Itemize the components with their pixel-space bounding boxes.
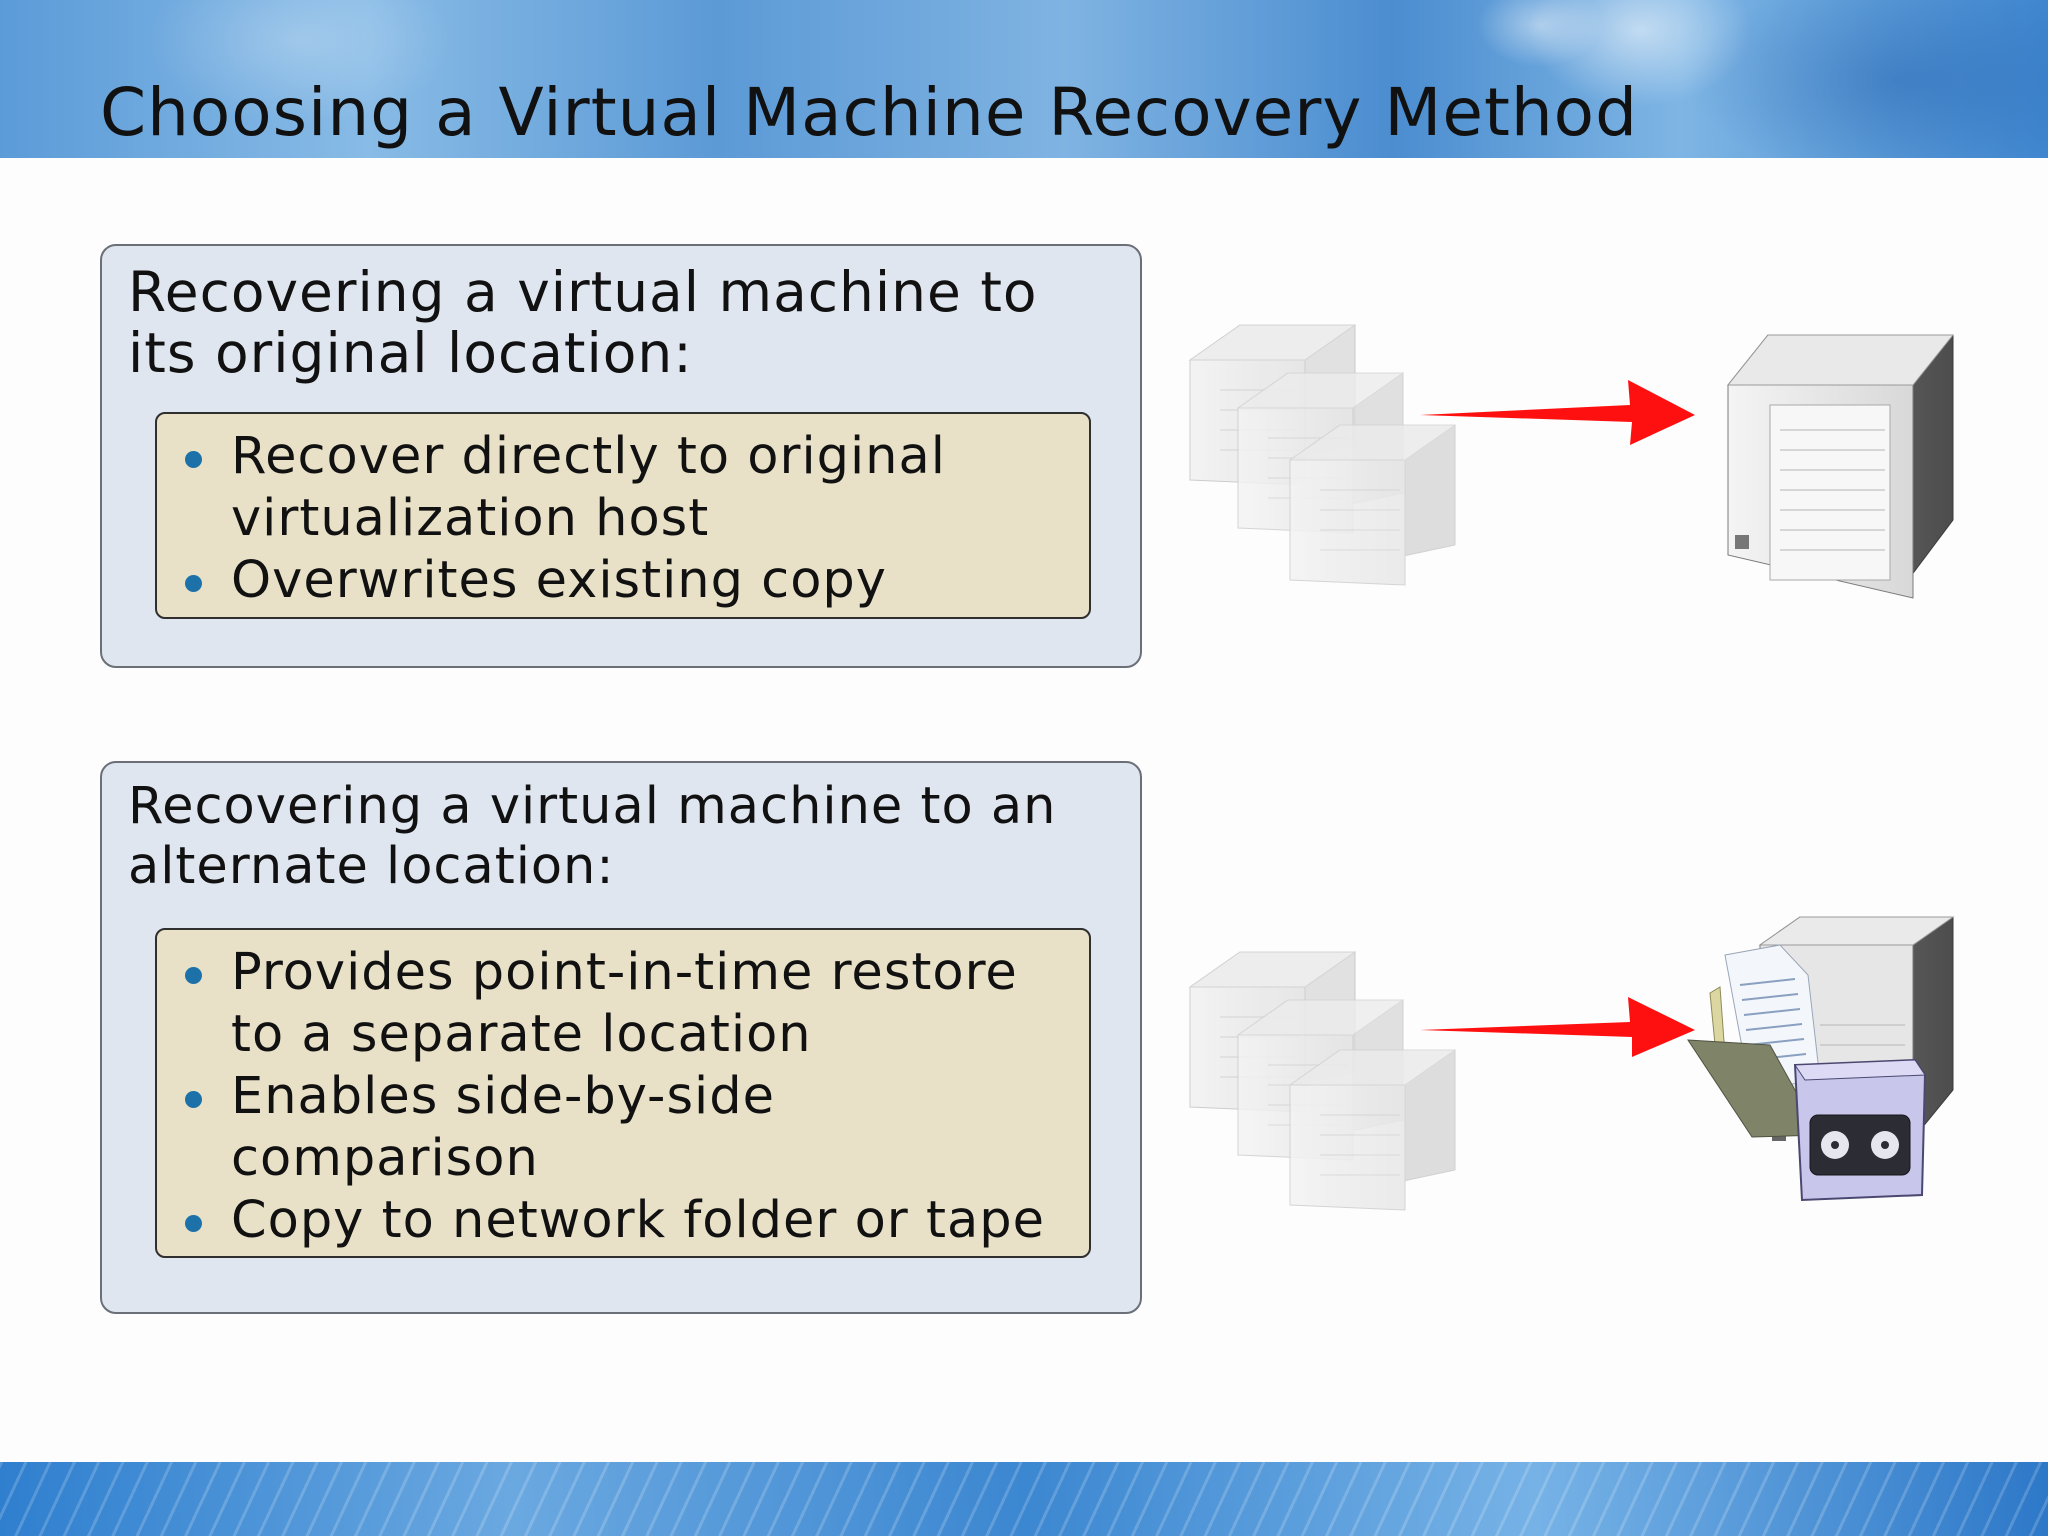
restore-to-original-illustration: [1188, 324, 1955, 599]
header-banner: [0, 0, 2048, 158]
bullet-item: Overwrites existing copy: [157, 550, 1071, 612]
heading-line: its original location:: [128, 321, 693, 385]
heading-line: Recovering a virtual machine to an: [128, 777, 1057, 836]
red-arrow-icon: [1420, 380, 1695, 445]
bullet-text: Enables side-by-side: [231, 1067, 775, 1126]
bullet-text: Provides point-in-time restore: [231, 943, 1018, 1002]
bullet-dot-icon: [185, 967, 202, 984]
bullet-box: Recover directly to original virtualizat…: [155, 412, 1091, 619]
bullet-text: Overwrites existing copy: [231, 551, 887, 610]
bullet-item: Provides point-in-time restore to a sepa…: [157, 942, 1071, 1066]
red-arrow-icon: [1420, 997, 1695, 1057]
server-icon: [1726, 334, 1955, 599]
footer-banner: [0, 1462, 2048, 1536]
bullet-box: Provides point-in-time restore to a sepa…: [155, 928, 1091, 1258]
heading-line: alternate location:: [128, 837, 615, 896]
bullet-dot-icon: [185, 575, 202, 592]
bullet-dot-icon: [185, 1091, 202, 1108]
bullet-item: Enables side-by-side comparison: [157, 1066, 1071, 1190]
bullet-item: Copy to network folder or tape: [157, 1190, 1071, 1252]
bullet-item: Recover directly to original virtualizat…: [157, 426, 1071, 550]
bullet-dot-icon: [185, 1215, 202, 1232]
panel-heading: Recovering a virtual machine to an alter…: [128, 777, 1056, 897]
bullet-text: Copy to network folder or tape: [231, 1191, 1045, 1250]
restore-to-alternate-illustration: [1188, 916, 1955, 1211]
original-location-panel: Recovering a virtual machine to its orig…: [100, 244, 1142, 668]
tape-cartridge-icon: [1793, 1058, 1927, 1202]
bullet-list: Provides point-in-time restore to a sepa…: [157, 942, 1071, 1252]
bullet-list: Recover directly to original virtualizat…: [157, 426, 1071, 612]
bullet-dot-icon: [185, 451, 202, 468]
bullet-text: to a separate location: [231, 1005, 812, 1064]
stacked-servers-icon: [1188, 324, 1457, 586]
bullet-text: Recover directly to original: [231, 427, 946, 486]
slide-title: Choosing a Virtual Machine Recovery Meth…: [100, 74, 1638, 151]
panel-heading: Recovering a virtual machine to its orig…: [128, 262, 1038, 384]
bullet-text: comparison: [231, 1129, 539, 1188]
bullet-text: virtualization host: [231, 489, 710, 548]
stacked-servers-icon: [1188, 951, 1457, 1211]
heading-line: Recovering a virtual machine to: [128, 260, 1038, 324]
alternate-location-panel: Recovering a virtual machine to an alter…: [100, 761, 1142, 1314]
